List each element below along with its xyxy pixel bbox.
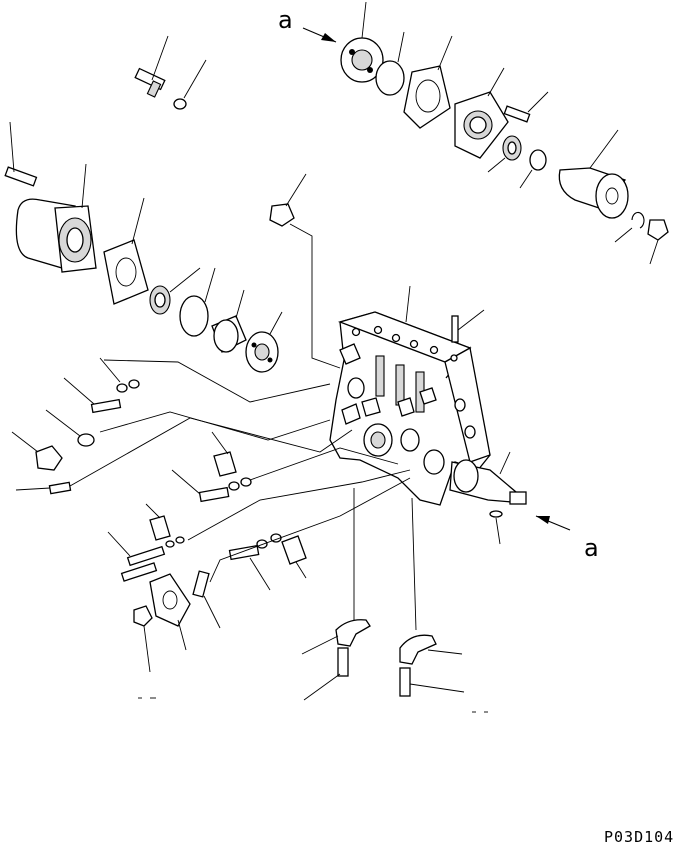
pump-flange — [454, 67, 509, 159]
pump-housing — [558, 129, 629, 219]
clamp-left — [301, 488, 371, 655]
o-ring-l2 — [45, 409, 331, 447]
fitting-l4 — [15, 417, 353, 495]
bolt-l11 — [209, 477, 411, 591]
o-ring-top — [375, 31, 405, 96]
view-marker-top: a — [278, 6, 293, 34]
bearing-top — [487, 135, 522, 173]
washer-l1 — [99, 357, 331, 403]
stud-l9 — [192, 570, 221, 629]
pin-right — [489, 510, 503, 545]
drawing-code: P03D104 — [604, 828, 674, 846]
gasket-top — [403, 35, 453, 129]
stud-body — [451, 309, 485, 343]
view-arrow-top: a — [278, 6, 337, 43]
bolt-l1 — [63, 377, 122, 414]
solenoid-body — [15, 163, 97, 273]
valve-body — [329, 285, 491, 506]
bolt-pump — [503, 91, 549, 123]
stud-l7 — [120, 562, 158, 582]
nut-l10 — [133, 605, 153, 673]
o-ring-left — [179, 267, 216, 337]
plug-l3 — [11, 431, 63, 471]
spool-end — [449, 451, 527, 505]
washer-top-left — [173, 59, 207, 110]
clamp-right — [399, 497, 463, 665]
fitting-top-left — [134, 35, 169, 98]
bearing-left — [149, 267, 201, 315]
nut-upper-middle — [269, 173, 341, 369]
bolt-l5 — [171, 431, 399, 503]
seal-top — [519, 149, 547, 189]
gear-left — [245, 311, 283, 373]
reference-ticks — [138, 697, 488, 713]
view-marker-right: a — [584, 534, 599, 562]
nut-top-right — [647, 219, 669, 265]
stud-l6 — [107, 469, 411, 567]
sleeve-left — [211, 289, 247, 353]
clamp-bolt-left — [303, 647, 349, 701]
clamp-bolt-right — [399, 667, 465, 697]
sensor-left — [4, 121, 38, 187]
flange-l8 — [149, 573, 191, 651]
gear-pump-cover — [340, 1, 384, 83]
view-arrow-right: a — [535, 515, 599, 562]
gasket-left — [103, 197, 149, 305]
snap-ring — [614, 211, 645, 243]
